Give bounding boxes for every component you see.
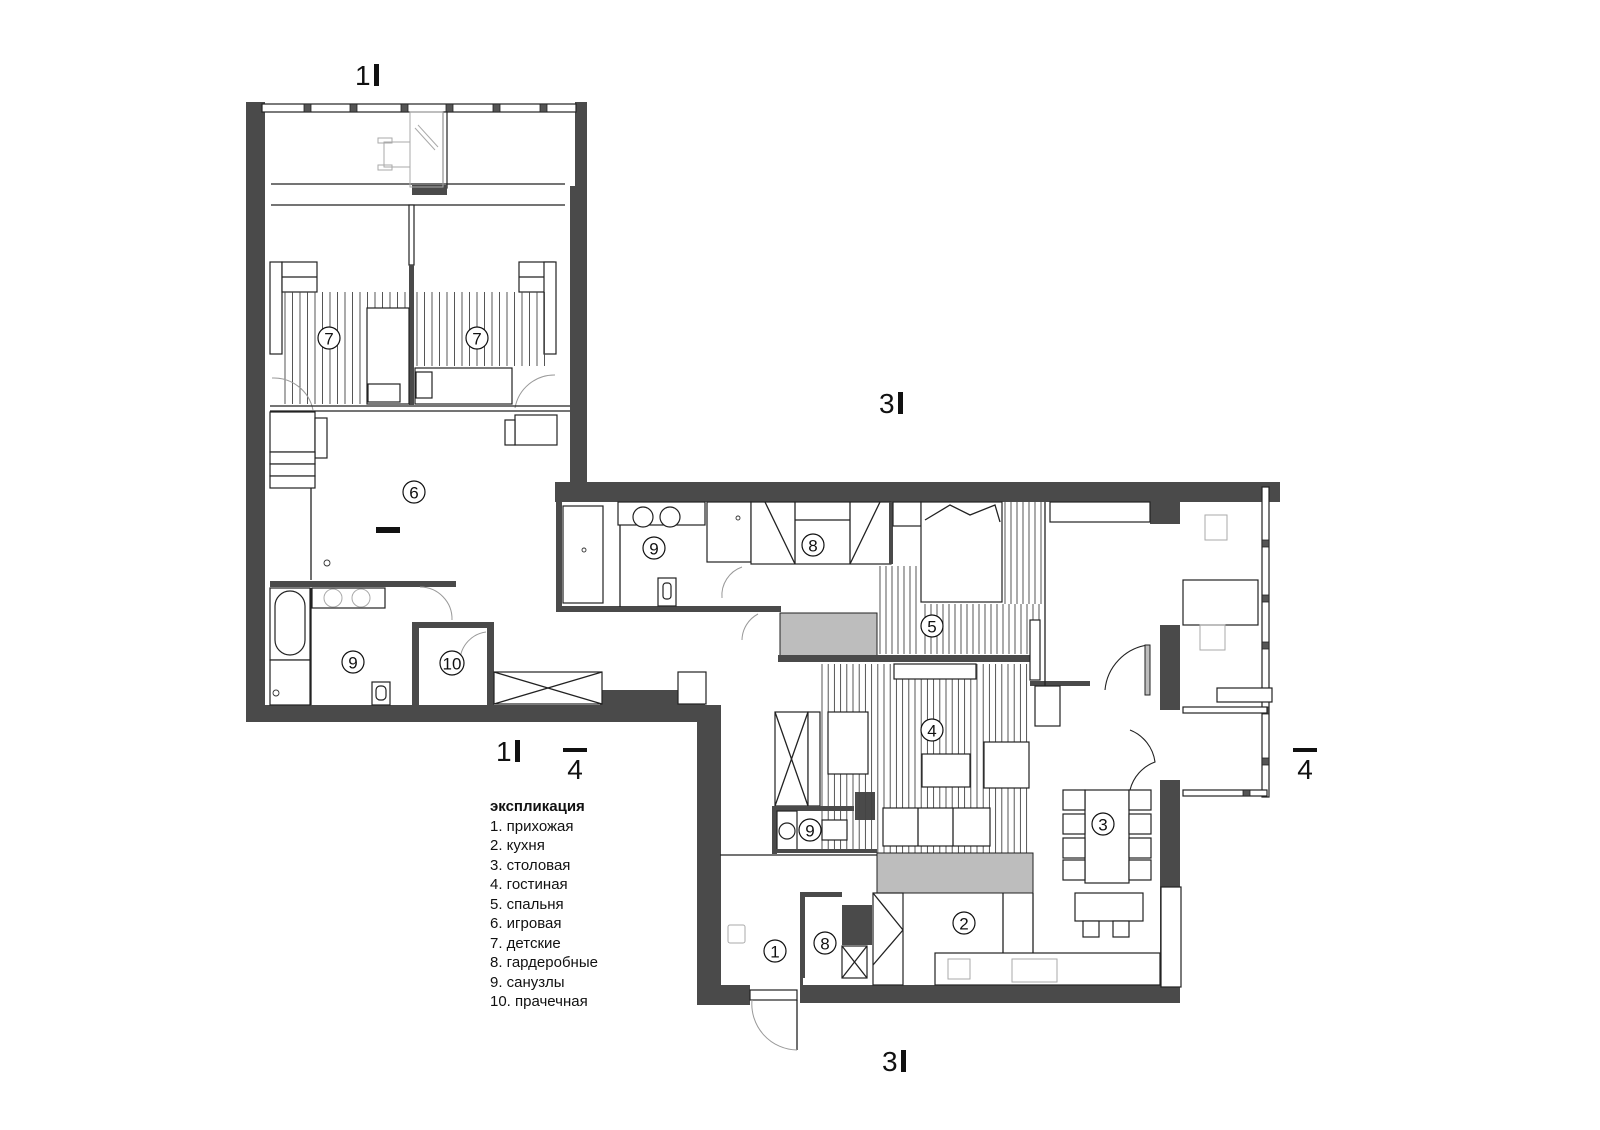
room-number: 8 bbox=[820, 935, 829, 954]
room-number: 10 bbox=[443, 655, 462, 674]
section-number: 1 bbox=[496, 736, 512, 767]
playroom bbox=[269, 411, 558, 587]
room-marker-3: 3 bbox=[1091, 812, 1115, 836]
section-bar-icon bbox=[373, 64, 379, 86]
marker-circle-icon bbox=[920, 614, 944, 638]
marker-circle-icon bbox=[465, 326, 489, 350]
marker-circle-icon bbox=[798, 818, 822, 842]
section-bar-icon bbox=[900, 1050, 906, 1072]
room-number: 7 bbox=[472, 330, 481, 349]
marker-circle-icon bbox=[642, 536, 666, 560]
marker-circle-icon bbox=[1091, 812, 1115, 836]
legend-item: 3. столовая bbox=[490, 856, 571, 874]
room-number: 3 bbox=[1098, 816, 1107, 835]
kids-rooms bbox=[269, 261, 570, 412]
marker-circle-icon bbox=[952, 911, 976, 935]
legend-item: 6. игровая bbox=[490, 915, 562, 932]
room-marker-9: 9 bbox=[642, 536, 666, 560]
room-number: 1 bbox=[770, 943, 779, 962]
living-room bbox=[774, 501, 1151, 853]
room-marker-9: 9 bbox=[798, 818, 822, 842]
room-number: 5 bbox=[927, 618, 936, 637]
room-number: 9 bbox=[649, 540, 658, 559]
section-number: 4 bbox=[1297, 754, 1313, 785]
marker-circle-icon bbox=[920, 718, 944, 742]
marker-circle-icon bbox=[341, 650, 365, 674]
room-markers: 7 7 6 9 8 5 9 10 4 3 9 2 1 8 bbox=[317, 326, 1115, 963]
legend-item: 7. детские bbox=[490, 934, 561, 952]
section-mark-3-mid: 3 bbox=[879, 390, 903, 418]
section-mark-4-right: 4 bbox=[1292, 748, 1318, 786]
section-mark-4-left: 4 bbox=[562, 748, 588, 786]
room-number: 6 bbox=[409, 484, 418, 503]
legend-item: 8. гардеробные bbox=[490, 954, 598, 971]
marker-circle-icon bbox=[763, 939, 787, 963]
marker-circle-icon bbox=[801, 533, 825, 557]
marker-circle-icon bbox=[813, 931, 837, 955]
legend-title: экспликация bbox=[490, 798, 585, 815]
room-marker-8: 8 bbox=[813, 931, 837, 955]
room-marker-9: 9 bbox=[341, 650, 365, 674]
section-bar-icon bbox=[897, 392, 903, 414]
room-marker-7: 7 bbox=[317, 326, 341, 350]
legend-item: 2. кухня bbox=[490, 837, 545, 854]
section-bar-icon bbox=[514, 740, 520, 762]
section-number: 1 bbox=[355, 60, 371, 91]
legend: экспликация 1. прихожая 2. кухня 3. стол… bbox=[490, 797, 598, 1012]
dining-room bbox=[1062, 789, 1182, 988]
top-windows bbox=[261, 103, 577, 405]
legend-item: 5. спальня bbox=[490, 895, 564, 913]
section-mark-1-top: 1 bbox=[355, 62, 379, 90]
section-mark-3-bottom: 3 bbox=[882, 1048, 906, 1076]
legend-item: 10. прачечная bbox=[490, 993, 588, 1010]
section-overline-icon bbox=[1293, 748, 1317, 752]
room-marker-1: 1 bbox=[763, 939, 787, 963]
section-overline-icon bbox=[563, 748, 587, 752]
room-marker-4: 4 bbox=[920, 718, 944, 742]
room-number: 2 bbox=[959, 915, 968, 934]
room-number: 4 bbox=[927, 722, 936, 741]
section-mark-1-bottom: 1 bbox=[496, 738, 520, 766]
room-marker-7: 7 bbox=[465, 326, 489, 350]
room-number: 7 bbox=[324, 330, 333, 349]
room-number: 9 bbox=[805, 822, 814, 841]
kitchen bbox=[720, 852, 1161, 986]
top-bathroom bbox=[556, 501, 781, 641]
marker-circle-icon bbox=[317, 326, 341, 350]
entry-hall bbox=[727, 892, 868, 1051]
section-number: 3 bbox=[882, 1046, 898, 1077]
legend-item: 4. гостиная bbox=[490, 876, 568, 893]
legend-item: 1. прихожая bbox=[490, 817, 574, 835]
top-wardrobe bbox=[750, 501, 893, 565]
legend-item: 9. санузлы bbox=[490, 973, 565, 991]
room-number: 8 bbox=[808, 537, 817, 556]
room-number: 9 bbox=[348, 654, 357, 673]
room-marker-8: 8 bbox=[801, 533, 825, 557]
section-number: 3 bbox=[879, 388, 895, 419]
right-office bbox=[1104, 486, 1273, 798]
room-marker-10: 10 bbox=[439, 650, 465, 676]
room-marker-6: 6 bbox=[402, 480, 426, 504]
section-number: 4 bbox=[567, 754, 583, 785]
left-bathroom bbox=[269, 586, 707, 707]
marker-circle-icon bbox=[439, 650, 465, 676]
small-bathroom bbox=[772, 806, 877, 854]
marker-circle-icon bbox=[402, 480, 426, 504]
room-marker-2: 2 bbox=[952, 911, 976, 935]
bedroom bbox=[778, 501, 1042, 662]
room-marker-5: 5 bbox=[920, 614, 944, 638]
